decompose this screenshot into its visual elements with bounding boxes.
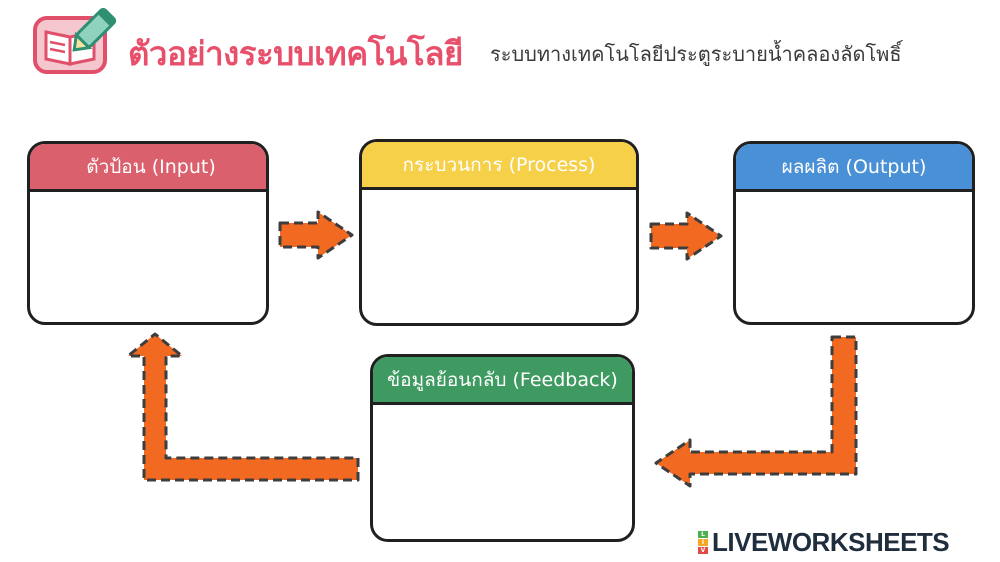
logo-badge-letter: L	[698, 531, 708, 538]
logo-badge-letter: V	[698, 547, 708, 554]
feedback-box-header: ข้อมูลย้อนกลับ (Feedback)	[373, 357, 632, 405]
output-box-header: ผลผลิต (Output)	[736, 144, 972, 192]
process-box-header: กระบวนการ (Process)	[362, 142, 636, 190]
book-pencil-icon	[33, 7, 117, 74]
page-title: ตัวอย่างระบบเทคโนโลยี	[128, 34, 463, 73]
arrow-input-to-process	[278, 210, 354, 260]
feedback-box: ข้อมูลย้อนกลับ (Feedback)	[370, 354, 635, 542]
arrow-output-to-feedback	[654, 335, 858, 488]
feedback-box-body[interactable]	[373, 405, 632, 539]
logo-text: LIVEWORKSHEETS	[712, 527, 950, 557]
input-box: ตัวป้อน (Input)	[27, 141, 269, 325]
page-subtitle: ระบบทางเทคโนโลยีประตูระบายน้ำคลองลัดโพธิ…	[490, 42, 902, 66]
output-box: ผลผลิต (Output)	[733, 141, 975, 325]
input-box-label: ตัวป้อน (Input)	[86, 155, 216, 178]
liveworksheets-logo: L I V LIVEWORKSHEETS	[698, 527, 950, 558]
arrow-process-to-output	[649, 211, 723, 261]
input-box-body[interactable]	[30, 192, 266, 322]
process-box-label: กระบวนการ (Process)	[402, 153, 596, 176]
arrow-feedback-to-input	[126, 332, 360, 482]
process-box: กระบวนการ (Process)	[359, 139, 639, 326]
logo-badge-icon: L I V	[698, 531, 708, 555]
process-box-body[interactable]	[362, 190, 636, 323]
output-box-body[interactable]	[736, 192, 972, 322]
feedback-box-label: ข้อมูลย้อนกลับ (Feedback)	[387, 368, 618, 391]
input-box-header: ตัวป้อน (Input)	[30, 144, 266, 192]
output-box-label: ผลผลิต (Output)	[781, 155, 927, 178]
logo-badge-letter: I	[698, 539, 708, 546]
